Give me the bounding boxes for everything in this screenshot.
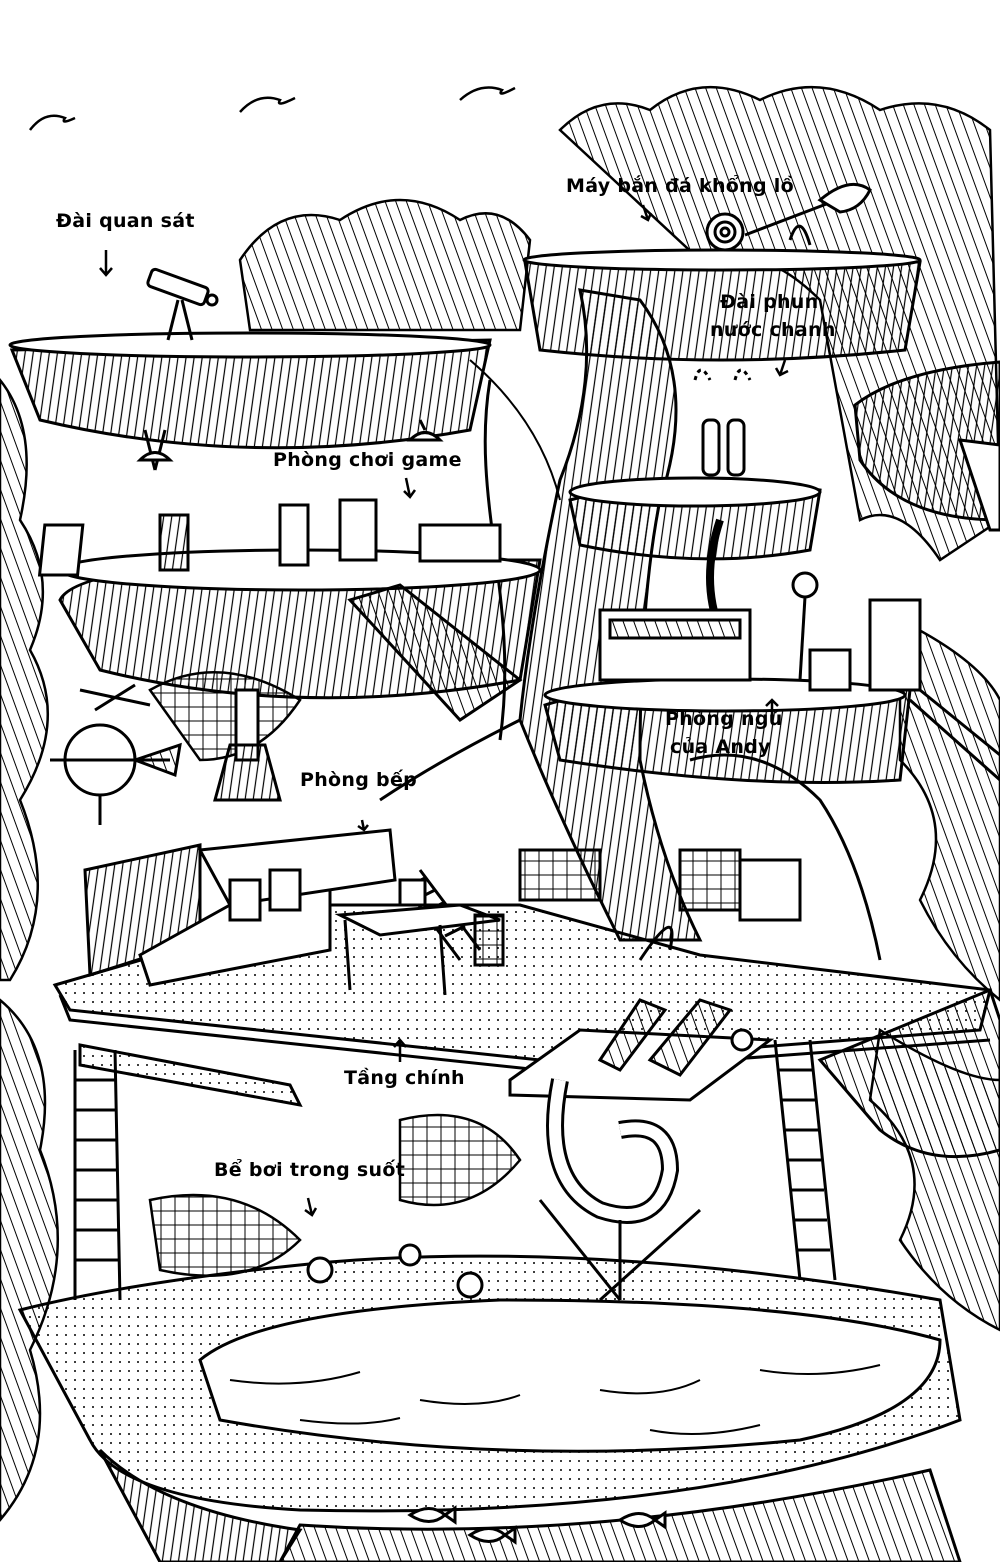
andy-bedroom-platform xyxy=(543,571,1000,784)
label-andy-room-line2: của Andy xyxy=(670,736,771,758)
transparent-pool xyxy=(17,1243,962,1562)
birds xyxy=(29,86,516,131)
label-andy-room-line1: Phòng ngủ xyxy=(665,708,783,730)
lounge-deck xyxy=(508,926,775,1102)
fish-icon xyxy=(407,1505,667,1545)
label-pool: Bể bơi trong suốt xyxy=(214,1159,406,1181)
telescope-icon xyxy=(146,267,219,341)
kitchen-counter xyxy=(83,828,397,987)
label-kitchen: Phòng bếp xyxy=(300,769,418,791)
bookshelf xyxy=(518,848,802,922)
annotation-arrows xyxy=(99,204,789,1217)
observatory-platform xyxy=(8,267,492,450)
duck-icon xyxy=(306,1243,484,1299)
label-lemonade-line1: Đài phun xyxy=(720,291,819,313)
game-room-platform xyxy=(37,419,542,700)
desk xyxy=(334,878,505,996)
label-main-floor: Tầng chính xyxy=(344,1067,465,1089)
label-lemonade-line2: nước chanh xyxy=(710,319,836,341)
main-floor-platform xyxy=(52,828,992,1072)
chimney-icon xyxy=(213,688,282,802)
label-observatory: Đài quan sát xyxy=(56,210,195,232)
diving-board xyxy=(73,1043,303,1301)
right-deck xyxy=(817,988,1000,1159)
lemonade-fountain-icon xyxy=(693,368,752,477)
catapult-icon xyxy=(705,182,872,252)
label-game-room: Phòng chơi game xyxy=(273,449,462,471)
label-catapult: Máy bắn đá khổng lồ xyxy=(566,175,794,197)
lemonade-fountain-platform xyxy=(568,368,822,632)
right-round-platform xyxy=(853,360,1000,532)
helicopter-icon xyxy=(50,683,182,825)
right-ladder xyxy=(773,1039,837,1281)
catapult-platform xyxy=(522,182,922,362)
